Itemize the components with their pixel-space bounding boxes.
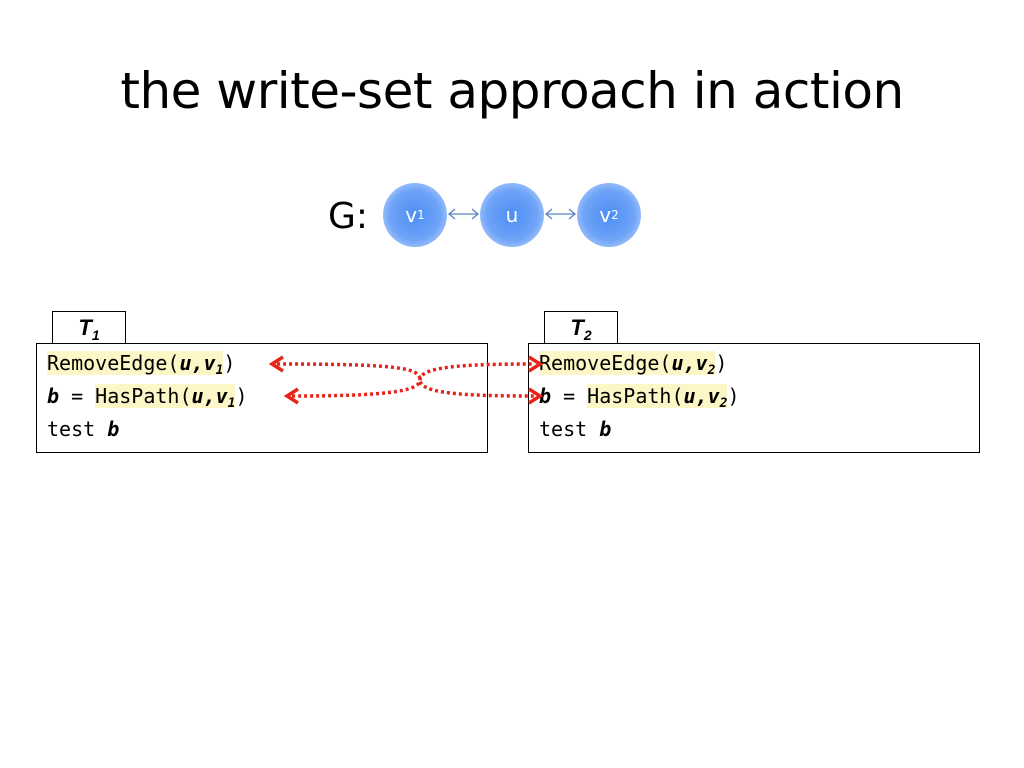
code-line-removeedge-t1: RemoveEdge(u,v1) (47, 351, 236, 378)
removeedge-call-t2: RemoveEdge(u,v2 (539, 351, 716, 378)
transaction-tab-t2: T2 (544, 311, 618, 345)
graph-edge-u-v2 (544, 208, 577, 220)
code-line-removeedge-t2: RemoveEdge(u,v2) (539, 351, 728, 378)
haspath-call-t1: HasPath(u,v1 (95, 384, 236, 411)
graph-node-u: u (480, 183, 544, 247)
graph-edge-v1-u (447, 208, 480, 220)
code-line-haspath-t1: b = HasPath(u,v1) (47, 384, 248, 411)
code-line-haspath-t2: b = HasPath(u,v2) (539, 384, 740, 411)
haspath-call-t2: HasPath(u,v2 (587, 384, 728, 411)
removeedge-call-t1: RemoveEdge(u,v1 (47, 351, 224, 378)
graph-label: G: (328, 196, 369, 237)
transaction-tab-t1: T1 (52, 311, 126, 345)
code-line-test-t2: test b (539, 417, 612, 441)
slide-title: the write-set approach in action (120, 62, 904, 120)
code-line-test-t1: test b (47, 417, 120, 441)
